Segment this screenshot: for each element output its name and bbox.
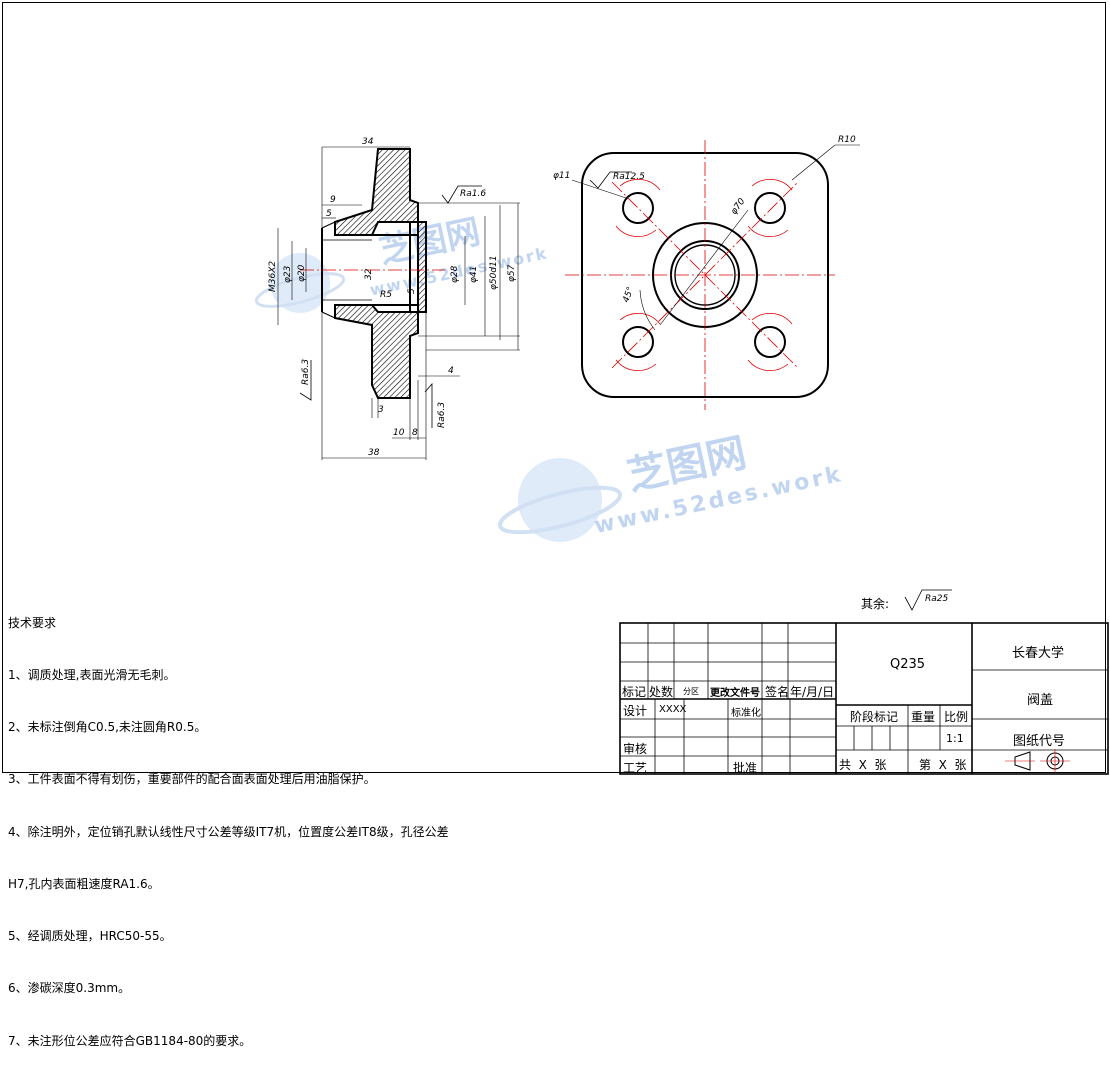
tech-requirements: 技术要求 1、调质处理,表面光滑无毛刺。 2、未标注倒角C0.5,未注圆角R0.…: [8, 580, 449, 1067]
dim-10: 10: [393, 428, 405, 438]
dim-d57: φ57: [507, 264, 517, 282]
tech-heading: 技术要求: [8, 615, 57, 630]
dim-d23: φ23: [283, 265, 293, 283]
col-sign: 签名: [765, 685, 790, 699]
dim-d41: φ41: [469, 266, 479, 283]
tech-item: 4、除注明外，定位销孔默认线性尺寸公差等级IT7机，位置度公差IT8级，孔径公差: [8, 824, 449, 839]
tech-item: 6、渗碳深度0.3mm。: [8, 981, 131, 996]
tech-item: 1、调质处理,表面光滑无毛刺。: [8, 668, 176, 683]
col-mark: 标记: [622, 685, 647, 699]
dim-34: 34: [362, 137, 374, 147]
dim-5-left: 5: [326, 209, 332, 219]
tech-item: 5、经调质处理，HRC50-55。: [8, 929, 172, 944]
rough-hole: Ra12.5: [613, 172, 645, 182]
dim-3: 3: [378, 405, 384, 415]
drawing-frame: [2, 2, 1106, 773]
section-lower-flange: [334, 304, 419, 399]
title-block-grid: [619, 622, 1109, 775]
dim-r5: R5: [380, 290, 392, 300]
col-count: 处数: [649, 685, 674, 699]
review-label: 审核: [623, 742, 648, 756]
school-name: 长春大学: [1012, 646, 1065, 661]
process-label: 工艺: [623, 761, 648, 775]
dim-8: 8: [412, 428, 418, 438]
watermark-globe-large: [497, 458, 623, 542]
section-view: [277, 146, 520, 460]
col-zone: 分区: [683, 687, 699, 696]
dim-d50: φ50d11: [489, 255, 499, 290]
dim-d20: φ20: [297, 264, 307, 282]
scale-label: 比例: [944, 710, 969, 724]
sheet-number: 第 X 张: [919, 758, 967, 772]
section-upper-flange: [334, 148, 419, 236]
tech-item: 3、工件表面不得有划伤，重要部件的配合面表面处理后用油脂保护。: [8, 772, 376, 787]
weight-label: 重量: [911, 710, 936, 724]
plan-view: [565, 140, 860, 410]
dim-d28: φ28: [450, 265, 460, 283]
dim-5-inner: 5: [407, 288, 417, 294]
tech-item: H7,孔内表面粗速度RA1.6。: [8, 876, 160, 891]
design-label: 设计: [623, 704, 648, 718]
dim-32: 32: [364, 268, 374, 280]
part-name: 阀盖: [1027, 693, 1054, 708]
dim-angle: 45°: [621, 286, 636, 304]
approve-label: 批准: [733, 761, 758, 775]
dim-d11: φ11: [553, 171, 570, 181]
engineering-drawing: 34 9 5 M36X2 φ23 φ20 32 φ28 φ41 φ50d11 φ…: [254, 135, 1109, 775]
misc-rough-value: Ra25: [925, 594, 948, 604]
standardize-label: 标准化: [731, 708, 761, 719]
misc-roughness-label: 其余:: [861, 597, 890, 611]
dim-9: 9: [330, 195, 336, 205]
tech-item: 7、未注形位公差应符合GB1184-80的要求。: [8, 1033, 252, 1048]
sheets-total: 共 X 张: [839, 758, 887, 772]
col-date: 年/月/日: [790, 685, 835, 699]
scale-value: 1:1: [946, 732, 964, 745]
dim-4: 4: [448, 366, 454, 376]
stage-label: 阶段标记: [850, 710, 899, 724]
rough-top: Ra1.6: [460, 189, 486, 199]
rough-left: Ra6.3: [301, 359, 311, 385]
tech-item: 2、未标注倒角C0.5,未注圆角R0.5。: [8, 720, 207, 735]
col-change-doc: 更改文件号: [710, 688, 760, 699]
dim-38: 38: [368, 448, 380, 458]
dim-thread: M36X2: [268, 261, 278, 292]
watermark-globe-small: [254, 253, 346, 313]
material: Q235: [890, 657, 926, 672]
rough-bottom: Ra6.3: [437, 402, 447, 428]
dim-r10: R10: [838, 135, 856, 145]
drawing-number-label: 图纸代号: [1013, 734, 1066, 749]
projection-symbol-icon: [1005, 749, 1070, 773]
designer-name: XXXX: [659, 704, 687, 715]
